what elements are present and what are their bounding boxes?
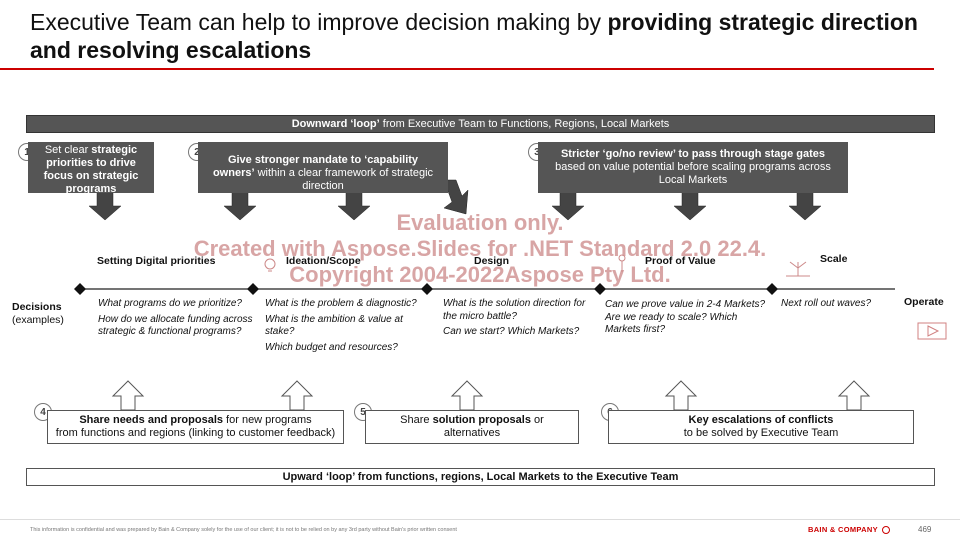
- stage-setting-priorities: Setting Digital priorities: [97, 255, 216, 267]
- decisions-label: Decisions (examples): [12, 301, 64, 326]
- watermark-line-3: Copyright 2004-2022Aspose Pty Ltd.: [289, 262, 671, 287]
- share-needs-box: Share needs and proposals for new progra…: [47, 410, 344, 444]
- stage-scale: Scale: [820, 253, 848, 265]
- stage-operate: Operate: [904, 296, 944, 308]
- downward-loop-band: Downward ‘loop’ from Executive Team to F…: [26, 115, 935, 133]
- title-divider: [0, 68, 934, 70]
- brand-circle-icon: [882, 526, 891, 535]
- stage-design: Design: [474, 255, 510, 267]
- play-icon: [927, 325, 940, 337]
- strategic-priorities-box: Set clear strategic priorities to drive …: [28, 142, 154, 195]
- down-arrow: [223, 191, 257, 221]
- up-arrow: [111, 380, 145, 411]
- up-arrow: [664, 380, 698, 411]
- watermark-line-1: Evaluation only.: [396, 210, 564, 235]
- page-number: 469: [918, 525, 932, 534]
- footer-disclaimer: This information is confidential and was…: [30, 527, 457, 533]
- watermark-line-2: Created with Aspose.Slides for .NET Stan…: [193, 236, 767, 261]
- brand-logo: BAIN & COMPANY: [808, 525, 891, 535]
- footer-divider: [0, 519, 960, 520]
- up-arrow: [450, 380, 484, 411]
- up-arrow: [837, 380, 871, 411]
- lightbulb-icon: [264, 258, 276, 272]
- scale-arrows-icon: [786, 261, 810, 277]
- stage-ideation: Ideation/Scope: [286, 255, 361, 267]
- slide-title: Executive Team can help to improve decis…: [30, 9, 918, 63]
- questions-ideation: What is the problem & diagnostic? What i…: [265, 298, 417, 353]
- down-arrow: [551, 191, 585, 221]
- questions-proof: Can we prove value in 2-4 Markets? Are w…: [605, 299, 766, 335]
- upward-loop-band: Upward ‘loop’ from functions, regions, L…: [26, 468, 935, 486]
- key-escalations-box: Key escalations of conflicts to be solve…: [608, 410, 914, 444]
- down-arrow: [88, 191, 122, 221]
- down-arrow: [788, 191, 822, 221]
- share-solutions-box: Share solution proposals or alternatives: [365, 410, 579, 444]
- diagonal-arrow: [443, 179, 469, 215]
- play-icon-frame: [917, 322, 947, 340]
- down-arrow: [673, 191, 707, 221]
- down-arrow: [337, 191, 371, 221]
- questions-priorities: What programs do we prioritize? How do w…: [98, 298, 253, 337]
- capability-mandate-box: Give stronger mandate to ‘capability own…: [198, 142, 448, 193]
- up-arrow: [280, 380, 314, 411]
- questions-design: What is the solution direction for the m…: [443, 298, 586, 337]
- person-icon: [618, 254, 626, 272]
- timeline-gates: [74, 283, 778, 295]
- questions-scale: Next roll out waves?: [781, 298, 872, 309]
- stage-proof-of-value: Proof of Value: [645, 255, 716, 267]
- stage-gate-review-box: Stricter ‘go/no review’ to pass through …: [538, 142, 848, 193]
